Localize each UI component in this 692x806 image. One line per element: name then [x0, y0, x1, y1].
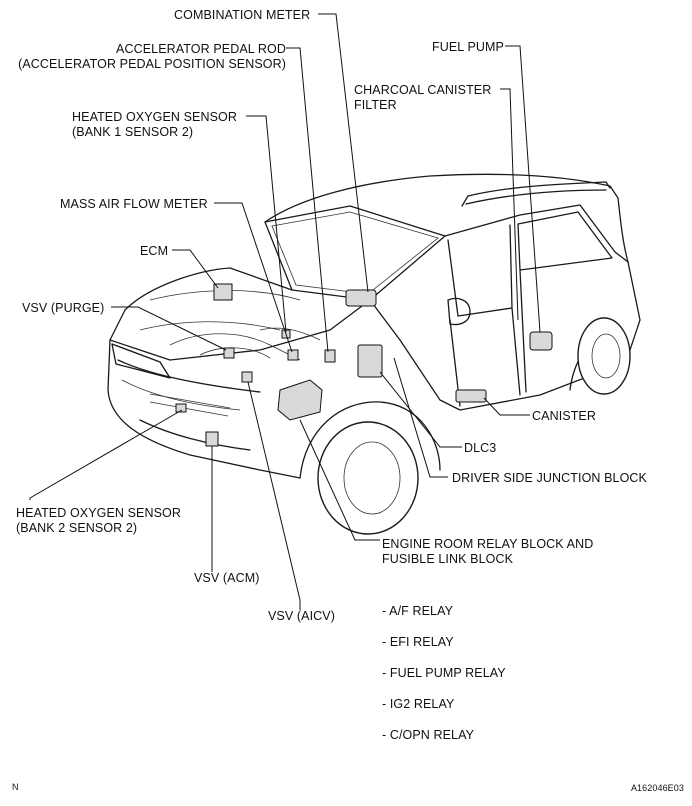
- accelerator-sensor-unit: [324, 349, 336, 363]
- label-engine-room-relay-block: ENGINE ROOM RELAY BLOCK AND: [382, 537, 594, 551]
- engine-room-relay-block-unit: [277, 379, 323, 421]
- relay-item: - C/OPN RELAY: [382, 728, 475, 742]
- label-vsv-acm: VSV (ACM): [194, 571, 260, 585]
- relay-item: - FUEL PUMP RELAY: [382, 666, 506, 680]
- label-mass-air-flow-meter: MASS AIR FLOW METER: [60, 197, 208, 211]
- label-vsv-purge: VSV (PURGE): [22, 301, 105, 315]
- label-ho2-bank1-sensor2: (BANK 1 SENSOR 2): [72, 125, 194, 139]
- leader-lines: [29, 13, 541, 610]
- label-ho2-bank2-sensor2: (BANK 2 SENSOR 2): [16, 521, 138, 535]
- label-accelerator-rod-sensor: (ACCELERATOR PEDAL POSITION SENSOR): [18, 57, 286, 71]
- relay-item: - IG2 RELAY: [382, 697, 455, 711]
- canister-unit: [455, 389, 487, 403]
- ho2-bank2-unit: [175, 403, 187, 413]
- maf-unit: [287, 349, 299, 361]
- driver-junction-block-unit: [357, 344, 383, 378]
- label-fuel-pump: FUEL PUMP: [432, 40, 504, 54]
- label-ecm: ECM: [140, 244, 169, 258]
- relay-item: - A/F RELAY: [382, 604, 454, 618]
- fuel-pump-unit: [529, 331, 553, 351]
- label-accelerator-rod: ACCELERATOR PEDAL ROD: [116, 42, 286, 56]
- label-canister: CANISTER: [532, 409, 597, 423]
- vsv-acm-unit: [205, 431, 219, 447]
- van-body: [107, 173, 641, 535]
- label-vsv-aicv: VSV (AICV): [268, 609, 335, 623]
- components: [175, 283, 553, 447]
- label-combination-meter: COMBINATION METER: [174, 8, 311, 22]
- relay-item: - EFI RELAY: [382, 635, 454, 649]
- vsv-purge-unit: [223, 347, 235, 359]
- label-ho2-bank1: HEATED OXYGEN SENSOR: [72, 110, 237, 124]
- ecm-unit: [213, 283, 233, 301]
- label-fusible-link-block: FUSIBLE LINK BLOCK: [382, 552, 514, 566]
- vsv-aicv-unit: [241, 371, 253, 383]
- corner-code-left: N: [12, 782, 19, 792]
- label-dlc3: DLC3: [464, 441, 497, 455]
- combination-meter-unit: [345, 289, 377, 307]
- label-driver-side-junction-block: DRIVER SIDE JUNCTION BLOCK: [452, 471, 647, 485]
- label-charcoal-filter: FILTER: [354, 98, 397, 112]
- label-charcoal-canister: CHARCOAL CANISTER: [354, 83, 492, 97]
- label-ho2-bank2: HEATED OXYGEN SENSOR: [16, 506, 181, 520]
- corner-code-right: A162046E03: [630, 783, 684, 793]
